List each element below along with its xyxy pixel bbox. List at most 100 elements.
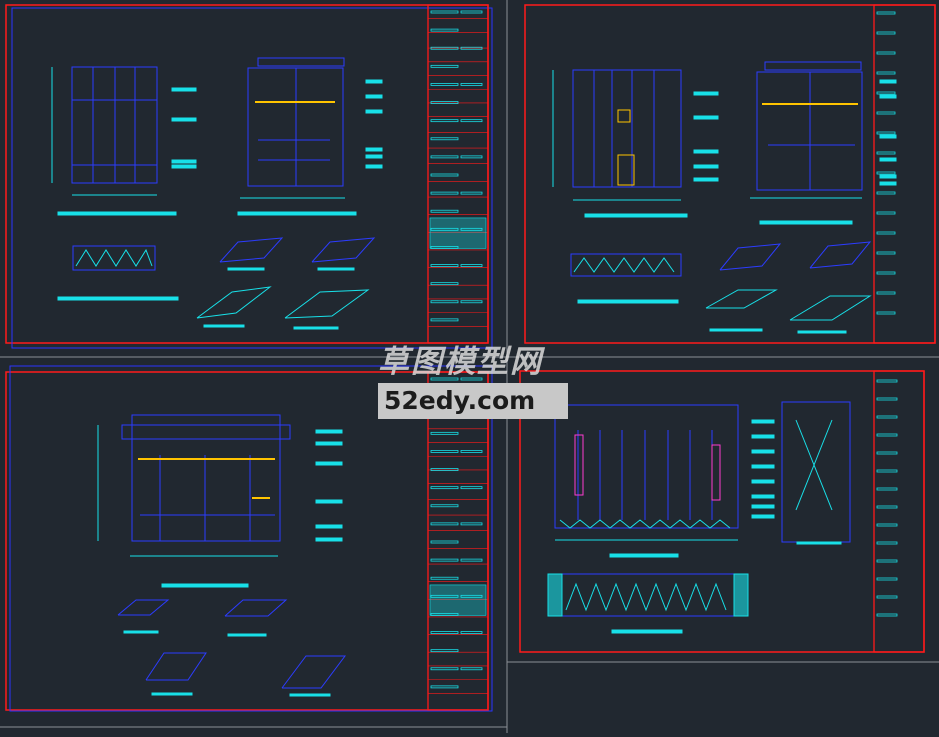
sheet4-base-pattern <box>559 519 731 529</box>
sheet1-caption <box>57 296 179 301</box>
sheet3-title-text <box>460 558 483 562</box>
sheet3-title-text <box>430 450 459 453</box>
sheet3-title-text <box>430 431 459 435</box>
sheet1-title-text <box>430 10 459 14</box>
sheet3-top-panel <box>121 424 291 440</box>
sheet2-leader-label <box>693 91 719 96</box>
sheet3-title-text <box>460 486 483 490</box>
sheet2-leader-label <box>879 174 897 179</box>
sheet2-title-text <box>876 151 896 155</box>
sheet4-caption <box>796 541 842 545</box>
sheet3-title-text <box>430 558 459 562</box>
sheet1-top-frame <box>257 57 345 67</box>
sheet3-title-notes <box>429 584 487 616</box>
sheet1-leader-label <box>365 164 383 169</box>
sheet2-title-text <box>876 11 896 15</box>
sheet3-title-text <box>460 522 483 526</box>
sheet4-elevation <box>554 404 739 529</box>
sheet4-title-text <box>876 523 898 527</box>
sheet1-title-text <box>460 300 483 304</box>
sheet1-title-text <box>430 173 459 177</box>
sheet4-leader-label <box>751 494 775 499</box>
sheet3-title-text <box>430 594 459 598</box>
watermark-chinese: 草图模型网 <box>378 344 543 380</box>
sheet3-title-text <box>430 667 459 671</box>
sheet3-caption <box>123 630 159 634</box>
sheet2-title-text <box>876 291 896 295</box>
sheet2-zigzag <box>573 257 675 273</box>
sheet3-title-text <box>430 685 459 689</box>
sheet1-title-text <box>430 318 459 322</box>
sheet4-title-text <box>876 577 898 581</box>
sheet3-leader-label <box>315 499 343 504</box>
sheet2-iso-shelf <box>809 241 872 269</box>
sheet1-caption <box>317 267 355 271</box>
sheet2-title-block <box>873 4 936 344</box>
sheet1-leader-label <box>171 117 197 122</box>
sheet2-iso-shelf <box>719 243 782 271</box>
sheet3-title-text <box>460 594 483 598</box>
sheet4-caption <box>611 629 683 634</box>
sheet3-caption <box>227 633 267 637</box>
sheet2-title-text <box>876 311 896 315</box>
sheet1-title-text <box>430 101 459 104</box>
sheet2-title-text <box>876 131 896 135</box>
sheet3-inner-border <box>9 365 493 712</box>
sheet3-iso-shelf <box>145 652 207 681</box>
sheet3-leader-label <box>315 441 343 446</box>
sheet4-accent <box>574 434 584 496</box>
sheet4-title-text <box>876 595 898 599</box>
sheet1-title-text <box>430 227 459 231</box>
sheet4-title-text <box>876 415 898 419</box>
sheet3-elevation <box>131 414 281 542</box>
sheet2-iso-grid <box>705 289 778 309</box>
sheet1-leader-label <box>365 109 383 114</box>
sheet1-iso-grid <box>284 289 370 319</box>
sheet1-zigzag <box>75 248 153 267</box>
sheet4-caption <box>609 553 679 558</box>
sheet4-title-text <box>876 505 898 509</box>
sheet3-caption <box>289 693 331 697</box>
sheet3-title-text <box>430 522 459 526</box>
sheet2-drawer-plan <box>570 253 682 277</box>
sheet1-title-text <box>430 64 459 68</box>
sheet2-leader-label <box>879 94 897 99</box>
sheet2-title-text <box>876 111 896 115</box>
sheet3-title-text <box>430 504 459 508</box>
sheet1-title-text <box>460 83 483 86</box>
sheet2-title-text <box>876 231 896 235</box>
sheet4-section-cross <box>795 419 833 511</box>
sheet2-title-text <box>876 191 896 195</box>
sheet1-leader-label <box>171 164 197 169</box>
sheet2-leader-label <box>693 149 719 154</box>
sheet2-title-text <box>876 211 896 215</box>
sheet1-title-text <box>460 155 483 159</box>
sheet1-title-text <box>430 264 459 267</box>
sheet3-leader-label <box>315 524 343 529</box>
sheet1-title-text <box>430 83 459 86</box>
sheet3-title-text <box>430 377 459 381</box>
sheet3-iso-shelf <box>281 655 346 689</box>
sheet2-leader-label <box>693 115 719 120</box>
sheet4-leader-label <box>751 434 775 439</box>
sheet1-title-text <box>430 191 459 195</box>
sheet4-title-text <box>876 397 898 401</box>
sheet1-title-notes <box>429 217 487 249</box>
sheet1-title-text <box>430 155 459 159</box>
sheet3-iso-shelf <box>117 599 170 616</box>
sheet1-title-text <box>460 119 483 123</box>
sheet2-leader-label <box>879 79 897 84</box>
sheet3-caption <box>151 692 193 696</box>
sheet3-title-text <box>430 486 459 490</box>
sheet1-caption <box>203 324 245 328</box>
sheet1-title-text <box>430 282 459 286</box>
sheet4-section <box>781 401 851 543</box>
sheet1-title-text <box>430 46 459 50</box>
sheet1-title-text <box>430 300 459 304</box>
sheet3-title-text <box>430 540 459 544</box>
sheet2-caption <box>797 330 847 334</box>
sheet4-border <box>519 370 925 653</box>
sheet4-plan-end <box>547 573 563 617</box>
sheet2-title-text <box>876 251 896 255</box>
